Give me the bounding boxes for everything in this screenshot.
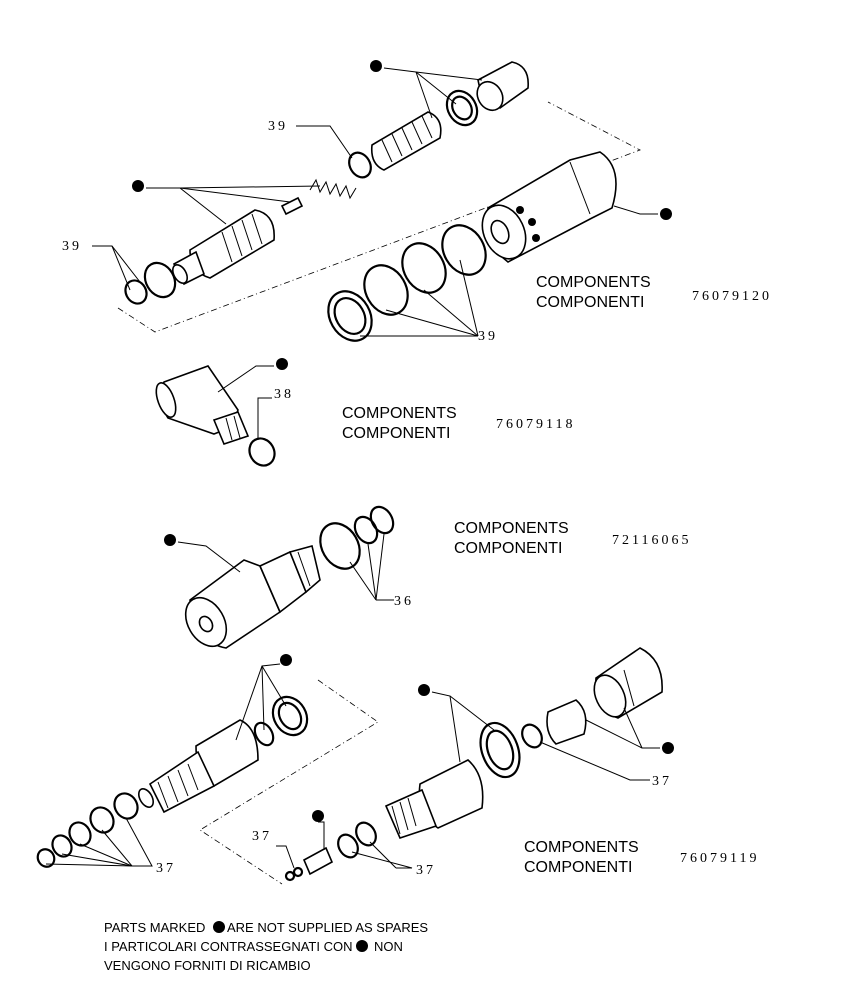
assembly-part-number: 76079119 — [680, 851, 759, 866]
not-supplied-marker — [312, 810, 324, 822]
callout-37: 37 — [652, 774, 672, 789]
o-ring — [521, 723, 543, 749]
threaded-body-part — [137, 719, 259, 814]
not-supplied-marker — [280, 654, 292, 666]
threaded-sleeve-part — [370, 111, 442, 171]
assembly-label-en: COMPONENTS — [454, 520, 569, 537]
assembly-part-number: 76079118 — [496, 417, 575, 432]
note-line2-end: NON — [374, 939, 403, 954]
o-ring — [124, 279, 148, 305]
pin-part — [280, 196, 304, 216]
o-ring — [36, 848, 56, 868]
cartridge-housing-part — [481, 151, 617, 263]
assembly-label-it: COMPONENTI — [536, 294, 644, 311]
assembly-label-it: COMPONENTI — [524, 859, 632, 876]
section-boundary — [117, 101, 641, 333]
assembly-label-en: COMPONENTS — [342, 405, 457, 422]
not-supplied-marker — [660, 208, 672, 220]
spring-part — [309, 178, 357, 200]
callout-38: 38 — [274, 387, 294, 402]
nut-body-part — [384, 759, 484, 839]
assembly-76079120: 39 39 39 COMPONENTS COMPONENTI 76079120 — [62, 60, 772, 344]
callout-37: 37 — [252, 829, 272, 844]
callout-37: 37 — [416, 863, 436, 878]
o-ring — [353, 515, 379, 545]
o-ring — [327, 290, 373, 342]
o-ring — [68, 821, 92, 847]
not-supplied-marker — [418, 684, 430, 696]
assembly-part-number: 76079120 — [692, 289, 772, 304]
o-ring — [401, 242, 447, 294]
assembly-label-en: COMPONENTS — [536, 274, 651, 291]
o-ring — [113, 792, 139, 820]
o-ring — [479, 721, 521, 779]
not-supplied-marker — [164, 534, 176, 546]
plug-part — [155, 365, 250, 445]
note-line1-start: PARTS MARKED — [104, 920, 205, 935]
o-ring — [248, 437, 276, 467]
not-supplied-marker — [213, 921, 225, 933]
o-ring — [441, 224, 487, 276]
callout-36: 36 — [394, 594, 414, 609]
o-ring — [284, 870, 296, 882]
not-supplied-marker — [662, 742, 674, 754]
callout-39: 39 — [268, 119, 288, 134]
o-ring — [445, 89, 479, 127]
o-ring — [271, 695, 309, 737]
footnote: PARTS MARKED ARE NOT SUPPLIED AS SPARES … — [104, 920, 428, 973]
assembly-label-it: COMPONENTI — [454, 540, 562, 557]
valve-body-part — [171, 209, 275, 286]
o-ring — [253, 721, 275, 747]
o-ring — [348, 151, 372, 179]
not-supplied-marker — [356, 940, 368, 952]
callout-39: 39 — [62, 239, 82, 254]
not-supplied-marker — [276, 358, 288, 370]
o-ring — [363, 264, 409, 316]
cap-part — [476, 61, 529, 112]
o-ring — [319, 522, 361, 570]
note-line2-start: I PARTICOLARI CONTRASSEGNATI CON — [104, 939, 352, 954]
o-ring — [369, 505, 395, 535]
assembly-part-number: 72116065 — [612, 533, 691, 548]
o-ring — [89, 806, 115, 834]
section-boundary — [199, 679, 379, 885]
callout-37: 37 — [156, 861, 176, 876]
note-line3: VENGONO FORNITI DI RICAMBIO — [104, 958, 311, 973]
pin-part — [302, 846, 334, 876]
o-ring — [143, 261, 177, 299]
assembly-label-en: COMPONENTS — [524, 839, 639, 856]
assembly-76079119: 37 37 37 37 COMPONENTS COMPONENTI 760791… — [36, 647, 759, 885]
o-ring — [51, 834, 73, 858]
note-line1-end: ARE NOT SUPPLIED AS SPARES — [227, 920, 428, 935]
plug-head-part — [593, 647, 663, 719]
assembly-76079118: 38 COMPONENTS COMPONENTI 76079118 — [155, 358, 575, 467]
o-ring — [292, 866, 304, 878]
relief-valve-part — [184, 545, 321, 649]
callout-39: 39 — [478, 329, 498, 344]
sleeve-part — [546, 699, 587, 745]
not-supplied-marker — [132, 180, 144, 192]
assembly-label-it: COMPONENTI — [342, 425, 450, 442]
assembly-72116065: 36 COMPONENTS COMPONENTI 72116065 — [164, 505, 691, 649]
o-ring — [337, 833, 359, 859]
not-supplied-marker — [370, 60, 382, 72]
